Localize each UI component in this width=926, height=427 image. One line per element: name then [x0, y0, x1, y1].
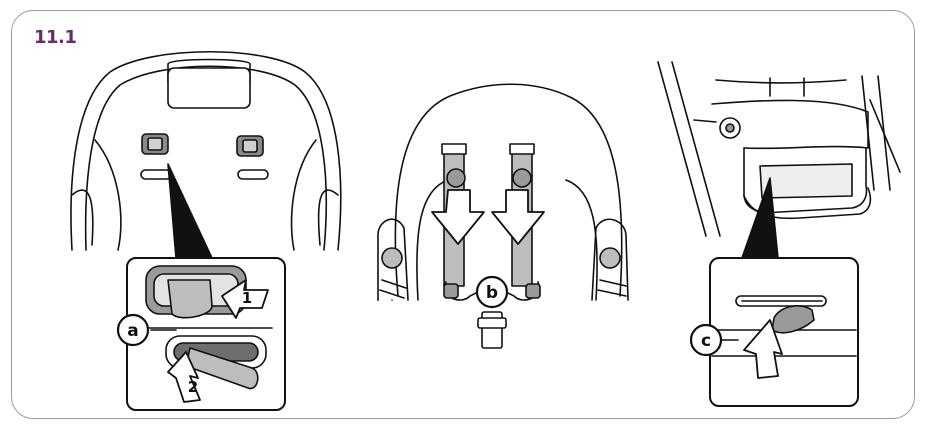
- arrow-1-label: 1: [242, 289, 252, 307]
- callout-a-label: a: [127, 321, 138, 341]
- panel-seat-back: [71, 52, 341, 410]
- panel-harness-straps: [378, 84, 628, 348]
- panel-tray-underside: [658, 62, 900, 406]
- arrow-2-label: 2: [188, 378, 198, 396]
- callout-b-label: b: [486, 283, 498, 303]
- callout-c-label: c: [701, 331, 711, 351]
